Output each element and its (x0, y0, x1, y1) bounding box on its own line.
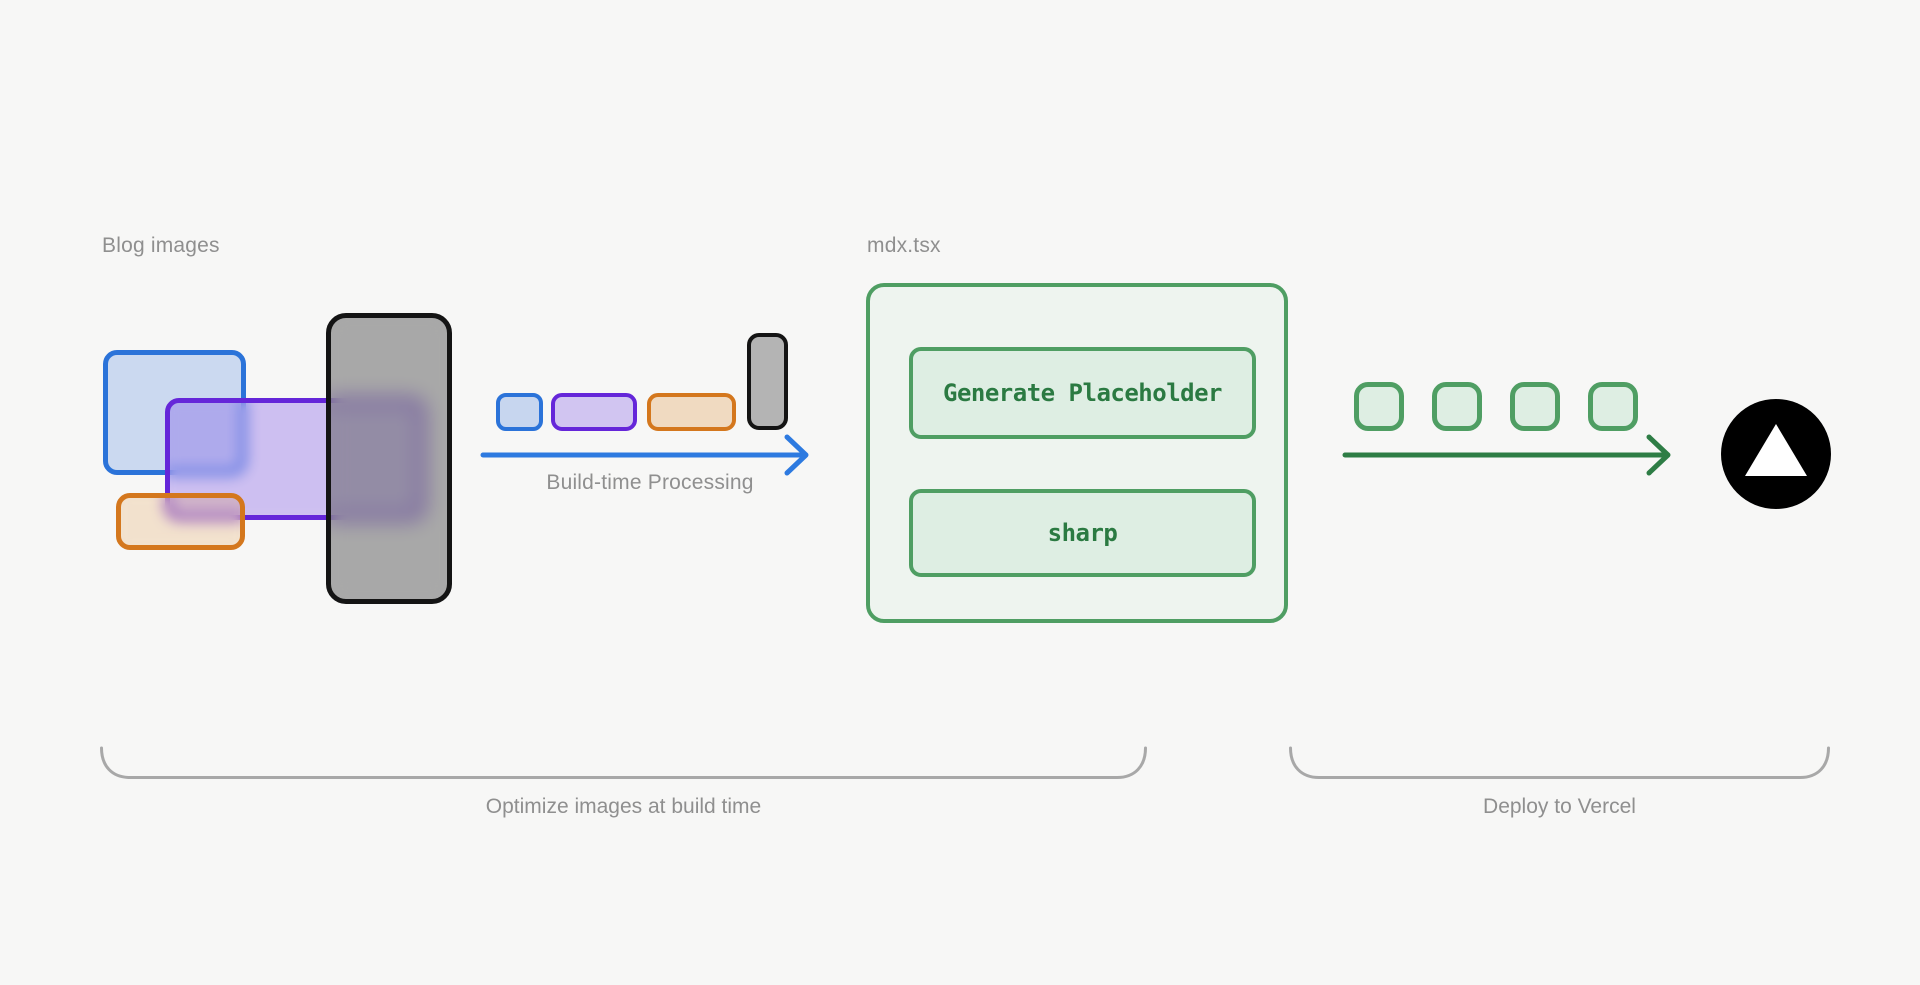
mdx-processing-container: Generate Placeholder sharp (866, 283, 1288, 623)
source-image-orange (116, 493, 245, 550)
optimize-brace (100, 746, 1147, 779)
optimized-image-blue (496, 393, 543, 431)
deploy-brace (1289, 746, 1830, 779)
vercel-triangle-icon (1745, 424, 1807, 476)
optimize-caption: Optimize images at build time (485, 795, 762, 818)
optimized-image-gray (747, 333, 788, 430)
right-arrow-icon (1342, 434, 1671, 476)
generate-placeholder-label: Generate Placeholder (943, 379, 1222, 407)
right-arrow-icon (480, 434, 809, 476)
mdx-file-label: mdx.tsx (867, 234, 941, 257)
optimized-image-purple (551, 393, 637, 431)
generate-placeholder-step: Generate Placeholder (909, 347, 1256, 439)
deployed-chunk (1588, 382, 1638, 431)
deploy-caption: Deploy to Vercel (1483, 795, 1636, 818)
vercel-logo (1721, 399, 1831, 509)
source-image-gray (326, 313, 452, 604)
sharp-step: sharp (909, 489, 1256, 577)
deployed-chunk (1510, 382, 1560, 431)
sharp-label: sharp (1047, 519, 1118, 547)
deployed-chunk (1354, 382, 1404, 431)
blog-images-label: Blog images (102, 234, 220, 257)
optimized-image-orange (647, 393, 736, 431)
build-time-processing-label: Build-time Processing (546, 471, 754, 494)
deployed-chunk (1432, 382, 1482, 431)
